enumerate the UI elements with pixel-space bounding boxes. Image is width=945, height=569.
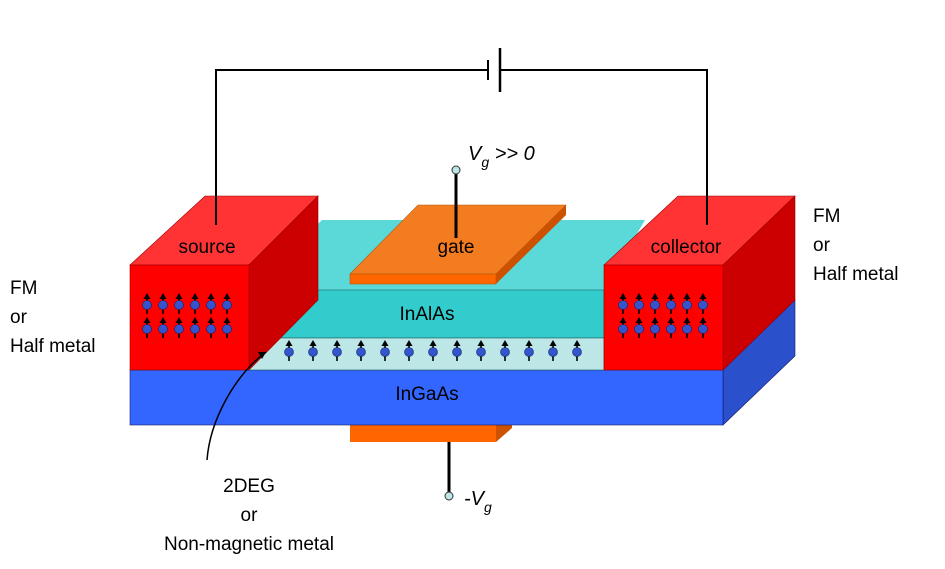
vg-top-label: Vg >> 0 bbox=[468, 143, 535, 170]
spin-up-electron bbox=[634, 317, 644, 338]
spin-up-electron bbox=[682, 317, 692, 338]
inalas-label: InAlAs bbox=[400, 304, 455, 325]
spin-up-electron bbox=[404, 340, 414, 361]
svg-text:or: or bbox=[813, 235, 831, 256]
spin-up-electron bbox=[308, 340, 318, 361]
spin-up-electron bbox=[650, 293, 660, 314]
spin-up-electron bbox=[158, 293, 168, 314]
spin-up-electron bbox=[206, 293, 216, 314]
spin-up-electron bbox=[476, 340, 486, 361]
deg-label: 2DEG or Non-magnetic metal bbox=[164, 476, 334, 555]
spin-up-electron bbox=[174, 293, 184, 314]
spin-up-electron bbox=[174, 317, 184, 338]
vg-bottom-label: -Vg bbox=[464, 488, 492, 515]
top-gate bbox=[349, 204, 567, 285]
spin-up-electron bbox=[190, 293, 200, 314]
source-label: source bbox=[178, 237, 235, 258]
collector-spin-array bbox=[618, 293, 708, 338]
spin-up-electron bbox=[332, 340, 342, 361]
spin-up-electron bbox=[284, 340, 294, 361]
spin-up-electron bbox=[380, 340, 390, 361]
spin-up-electron bbox=[142, 317, 152, 338]
circuit-wire bbox=[215, 69, 708, 225]
spin-up-electron bbox=[500, 340, 510, 361]
source-electrode bbox=[129, 195, 319, 371]
svg-text:Half metal: Half metal bbox=[813, 264, 899, 285]
deg-layer bbox=[248, 337, 605, 371]
gate-label: gate bbox=[438, 237, 475, 258]
spin-up-electron bbox=[158, 317, 168, 338]
spin-up-electron bbox=[618, 293, 628, 314]
svg-text:FM: FM bbox=[10, 278, 37, 299]
spin-up-electron bbox=[452, 340, 462, 361]
svg-text:or: or bbox=[10, 307, 28, 328]
spin-up-electron bbox=[356, 340, 366, 361]
spin-up-electron bbox=[428, 340, 438, 361]
spin-up-electron bbox=[698, 293, 708, 314]
spin-up-electron bbox=[190, 317, 200, 338]
spin-up-electron bbox=[666, 293, 676, 314]
left-fm-label: FM or Half metal bbox=[10, 278, 96, 357]
spin-up-electron bbox=[650, 317, 660, 338]
svg-text:Non-magnetic metal: Non-magnetic metal bbox=[164, 534, 334, 555]
battery-symbol bbox=[487, 48, 502, 92]
svg-text:Half metal: Half metal bbox=[10, 336, 96, 357]
spin-up-electron bbox=[618, 317, 628, 338]
ingaas-substrate bbox=[129, 299, 796, 426]
spin-up-electron bbox=[682, 293, 692, 314]
spin-up-electron bbox=[142, 293, 152, 314]
spin-up-electron bbox=[524, 340, 534, 361]
spin-up-electron bbox=[666, 317, 676, 338]
svg-text:or: or bbox=[241, 505, 259, 526]
ingaas-label: InGaAs bbox=[395, 384, 458, 405]
spin-up-electron bbox=[548, 340, 558, 361]
collector-label: collector bbox=[651, 237, 722, 258]
deg-pointer-arrow bbox=[206, 351, 267, 461]
bottom-gate-terminal bbox=[444, 442, 454, 501]
source-spin-array bbox=[142, 293, 232, 338]
spin-up-electron bbox=[222, 317, 232, 338]
right-fm-label: FM or Half metal bbox=[813, 206, 899, 285]
top-gate-terminal bbox=[451, 165, 461, 238]
spin-up-electron bbox=[206, 317, 216, 338]
svg-text:FM: FM bbox=[813, 206, 840, 227]
spin-up-electron bbox=[698, 317, 708, 338]
spin-up-electron bbox=[222, 293, 232, 314]
svg-text:2DEG: 2DEG bbox=[223, 476, 275, 497]
spin-up-electron bbox=[572, 340, 582, 361]
deg-spin-array bbox=[284, 340, 582, 361]
spin-up-electron bbox=[634, 293, 644, 314]
